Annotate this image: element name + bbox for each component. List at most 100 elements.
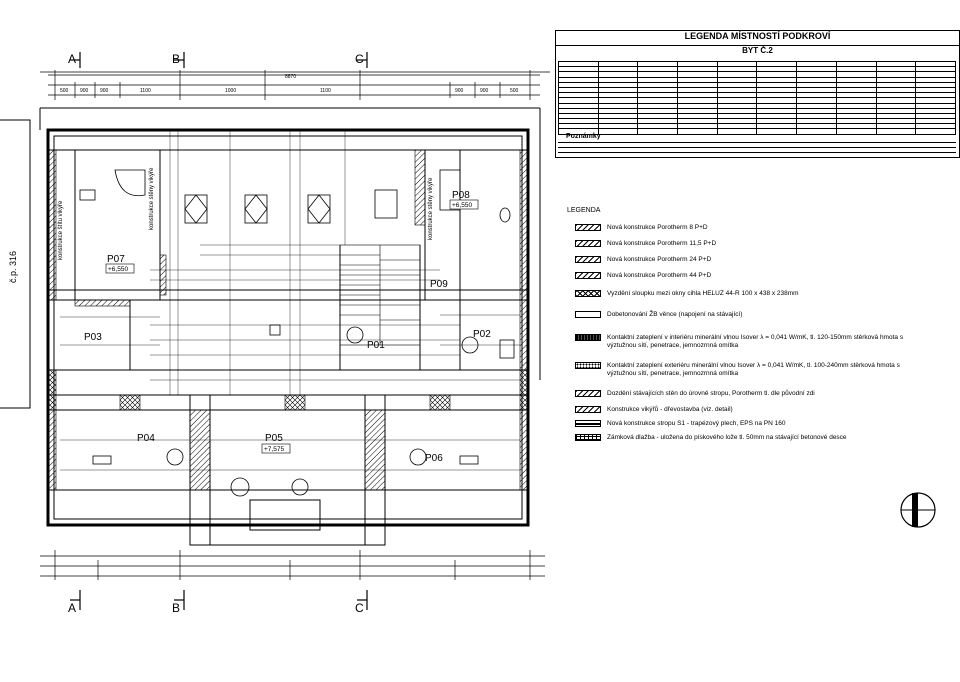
legend-text: Nová konstrukce Porotherm 11,5 P+D — [607, 240, 717, 247]
legend-text: Vyzdění sloupku mezi okny cihla HELUZ 44… — [607, 290, 799, 297]
legend-text: Zámková dlažba - uložena do pískového lo… — [607, 434, 847, 441]
bottom-dimension-lines — [40, 550, 545, 580]
svg-text:8870: 8870 — [285, 74, 296, 80]
svg-text:900: 900 — [100, 88, 109, 94]
svg-text:900: 900 — [480, 88, 489, 94]
door-swing-6 — [409, 448, 427, 466]
svg-text:900: 900 — [455, 88, 464, 94]
materials-legend-heading: LEGENDA — [567, 207, 601, 214]
shower — [439, 169, 461, 211]
legend-text: Nová konstrukce Porotherm 8 P+D — [607, 224, 708, 231]
legend-item: Konstrukce vikýřů - dřevostavba (viz. de… — [575, 406, 907, 414]
svg-text:1100: 1100 — [320, 88, 331, 94]
room-label-p04: P04 — [137, 433, 155, 444]
svg-text:500: 500 — [510, 88, 519, 94]
legend-item: Kontaktní zateplení v interiéru mineráln… — [575, 334, 907, 350]
legend-item: Vyzdění sloupku mezi okny cihla HELUZ 44… — [575, 290, 907, 298]
legend-swatch — [575, 406, 601, 413]
svg-text:1000: 1000 — [225, 88, 236, 94]
top-tick-marks — [54, 70, 531, 100]
legend-item: Kontaktní zateplení exteriéru minerální … — [575, 362, 907, 378]
legend-swatch — [575, 224, 601, 231]
wall-notes: konstrukce štítu vikýře konstrukce stěny… — [58, 167, 434, 260]
poznamky-lines — [558, 142, 956, 155]
dimension-texts: 500 900 900 1100 1000 1100 900 900 500 8… — [60, 74, 519, 94]
door-swing-2 — [461, 336, 479, 354]
section-mark-c-top: C — [355, 52, 364, 66]
legend-item: Nová konstrukce Porotherm 11,5 P+D — [575, 240, 907, 248]
wall-note-3: konstrukce stěny vikýře — [428, 177, 434, 240]
legend-swatch — [575, 334, 601, 341]
section-arrows — [70, 52, 368, 610]
door-swing-4 — [291, 478, 309, 496]
legend-swatch — [575, 256, 601, 263]
legend-swatch — [575, 290, 601, 297]
window-columns — [47, 369, 529, 411]
staircase — [339, 244, 421, 346]
level-p07: +6,550 — [108, 266, 128, 273]
room-label-p07: P07 — [107, 254, 125, 265]
fixtures — [79, 169, 515, 497]
section-mark-b-bottom: B — [172, 601, 180, 615]
room-label-p09: P09 — [430, 279, 448, 290]
north-arrow-icon — [900, 492, 936, 528]
wall-note-2: konstrukce stěny vikýře — [149, 167, 155, 230]
legend-text: Dozdění stávajících stěn do úrovně strop… — [607, 390, 815, 397]
poznamky-title: Poznámky — [566, 133, 601, 140]
rooms-legend-table: LEGENDA MÍSTNOSTÍ PODKROVÍ BYT Č.2 Pozná… — [555, 30, 960, 158]
door-swing-3 — [230, 477, 250, 497]
legend-swatch — [575, 362, 601, 369]
legend-item: Dobetonování ŽB věnce (napojení na stáva… — [575, 311, 907, 319]
legend-text: Kontaktní zateplení v interiéru mineráln… — [607, 334, 904, 349]
room-label-p02: P02 — [473, 329, 491, 340]
section-mark-b-top: B — [172, 52, 180, 66]
legend-swatch — [575, 434, 601, 441]
legend-item: Nová konstrukce Porotherm 44 P+D — [575, 272, 907, 280]
section-mark-c-bottom: C — [355, 601, 364, 615]
legend-swatch — [575, 420, 601, 427]
section-marks: A B C A B C — [68, 52, 364, 615]
level-marks: +6,550 +6,550 +7,575 — [105, 199, 479, 454]
legend-text: Kontaktní zateplení exteriéru minerální … — [607, 362, 900, 377]
room-labels: P07 P08 P09 P03 P01 P02 P04 P05 P06 — [84, 190, 491, 464]
rooms-legend-title: LEGENDA MÍSTNOSTÍ PODKROVÍ — [556, 31, 959, 46]
legend-swatch — [575, 240, 601, 247]
legend-item: Nová konstrukce stropu S1 - trapézový pl… — [575, 420, 907, 428]
sink — [499, 339, 515, 359]
toilet — [499, 207, 511, 223]
level-p05: +7,575 — [264, 446, 284, 453]
door-swing-1 — [346, 326, 364, 344]
svg-text:900: 900 — [80, 88, 89, 94]
legend-text: Nová konstrukce Porotherm 44 P+D — [607, 272, 712, 279]
legend-item: Dozdění stávajících stěn do úrovně strop… — [575, 390, 907, 398]
section-mark-a-top: A — [68, 52, 76, 66]
roof-windows — [184, 189, 398, 224]
legend-text: Nová konstrukce stropu S1 - trapézový pl… — [607, 420, 786, 427]
legend-item: Nová konstrukce Porotherm 8 P+D — [575, 224, 907, 232]
level-p08: +6,550 — [452, 202, 472, 209]
section-mark-a-bottom: A — [68, 601, 76, 615]
room-label-p03: P03 — [84, 332, 102, 343]
rooms-legend-subtitle: BYT Č.2 — [742, 46, 773, 55]
room-label-p06: P06 — [425, 453, 443, 464]
legend-text: Nová konstrukce Porotherm 24 P+D — [607, 256, 712, 263]
rooms-mini-table — [558, 60, 956, 135]
legend-text: Konstrukce vikýřů - dřevostavba (viz. de… — [607, 406, 733, 413]
legend-text: Dobetonování ŽB věnce (napojení na stáva… — [607, 311, 743, 318]
door-swing-5 — [166, 448, 184, 466]
legend-swatch — [575, 311, 601, 318]
room-label-p08: P08 — [452, 190, 470, 201]
legend-swatch — [575, 390, 601, 397]
construction-lines — [60, 130, 520, 471]
room-label-p01: P01 — [367, 340, 385, 351]
legend-item: Zámková dlažba - uložena do pískového lo… — [575, 434, 907, 442]
bathtub-corner — [114, 169, 146, 197]
side-label: č.p. 316 — [8, 251, 18, 283]
svg-text:1100: 1100 — [140, 88, 151, 94]
legend-item: Nová konstrukce Porotherm 24 P+D — [575, 256, 907, 264]
room-label-p05: P05 — [265, 433, 283, 444]
outer-slab — [0, 107, 541, 409]
wall-note-1: konstrukce štítu vikýře — [58, 200, 64, 260]
legend-swatch — [575, 272, 601, 279]
